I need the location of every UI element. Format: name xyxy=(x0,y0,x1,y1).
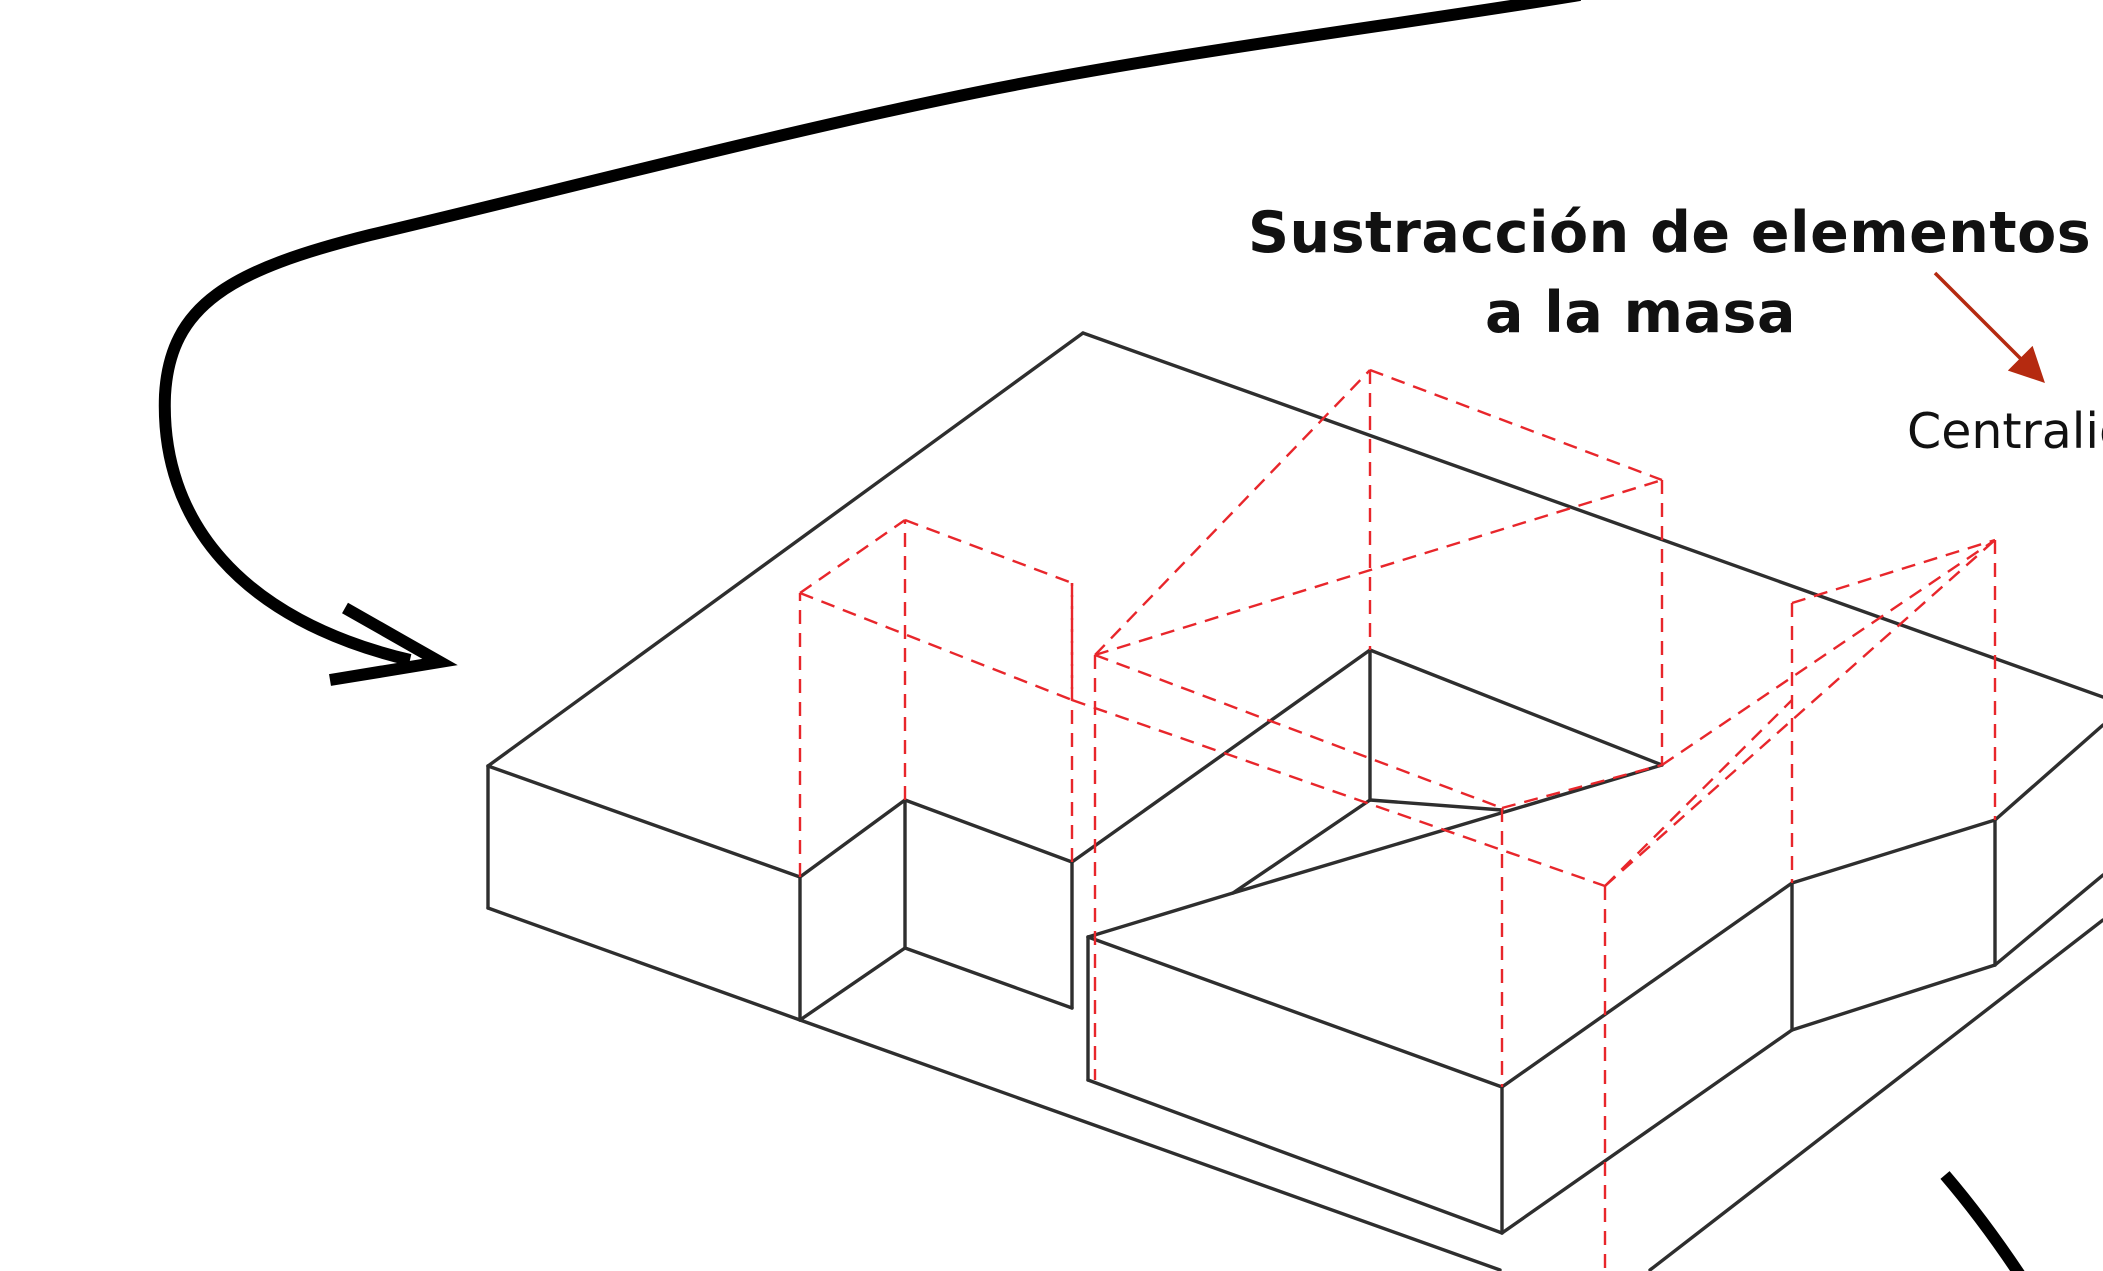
void-floor-left xyxy=(1231,798,1372,895)
subtraction-volumes xyxy=(798,368,1997,1271)
subtraction-dashed-edge xyxy=(1369,368,1663,482)
curved-arrow-stroke xyxy=(158,0,1581,666)
subtraction-dashed-edge xyxy=(1791,538,1996,605)
void-slope xyxy=(1086,891,1235,939)
right-lower-diagonal xyxy=(1648,918,2103,1271)
subtraction-dashed-edge xyxy=(1604,539,1996,887)
side-label: Centralic xyxy=(1907,403,2103,460)
notch-top-right xyxy=(903,798,1074,864)
right-wall-top xyxy=(1790,818,1997,885)
center-block-front-top-edge xyxy=(1086,935,1504,1089)
center-block-right-bottom xyxy=(1500,1028,1794,1235)
subtraction-dashed-edge xyxy=(1501,763,1663,810)
right-wall-bottom xyxy=(1790,963,1997,1032)
center-block-back-edge xyxy=(1070,648,1372,864)
diagram-title-line-2: a la masa xyxy=(1485,280,1796,346)
notch-floor-left xyxy=(798,946,907,1022)
massing-sketch xyxy=(486,331,2103,1271)
void-diagonal xyxy=(1231,763,1664,895)
subtraction-dashed-edge xyxy=(1071,698,1606,888)
arrow-down-right-icon xyxy=(1933,271,2045,383)
subtraction-dashed-edge xyxy=(799,519,906,594)
right-wall-rise xyxy=(1993,723,2103,822)
center-block-right-rise xyxy=(1500,881,1794,1089)
corner-curve-icon xyxy=(1940,1171,2025,1271)
slab-bottom-front-edge xyxy=(798,1018,1502,1271)
subtraction-dashed-edge xyxy=(1094,478,1663,657)
void-back-right xyxy=(1368,648,1664,767)
subtraction-dashed-edge xyxy=(1661,539,1996,766)
notch-floor-right xyxy=(903,946,1074,1010)
diagram-title-line-1: Sustracción de elementos xyxy=(1248,200,2092,266)
right-wall-lower-rise xyxy=(1993,873,2103,967)
subtraction-dashed-edge xyxy=(799,591,1073,702)
void-floor-right xyxy=(1368,798,1504,812)
slab-front-left-edge xyxy=(486,764,802,879)
notch-top-left xyxy=(798,798,907,879)
subtraction-dashed-edge xyxy=(1094,653,1503,810)
slab-top-back-left-edge xyxy=(486,331,1085,768)
center-block-bottom-edge xyxy=(1086,1078,1504,1235)
subtraction-dashed-edge xyxy=(1604,699,1793,887)
subtraction-dashed-edge xyxy=(1094,369,1371,656)
subtraction-dashed-edge xyxy=(904,518,1073,585)
slab-bottom-left-edge xyxy=(486,906,802,1022)
curved-arrow-head xyxy=(329,602,458,686)
slab-top-back-right-edge xyxy=(1081,331,2103,699)
curved-arrow-icon xyxy=(158,0,1581,686)
